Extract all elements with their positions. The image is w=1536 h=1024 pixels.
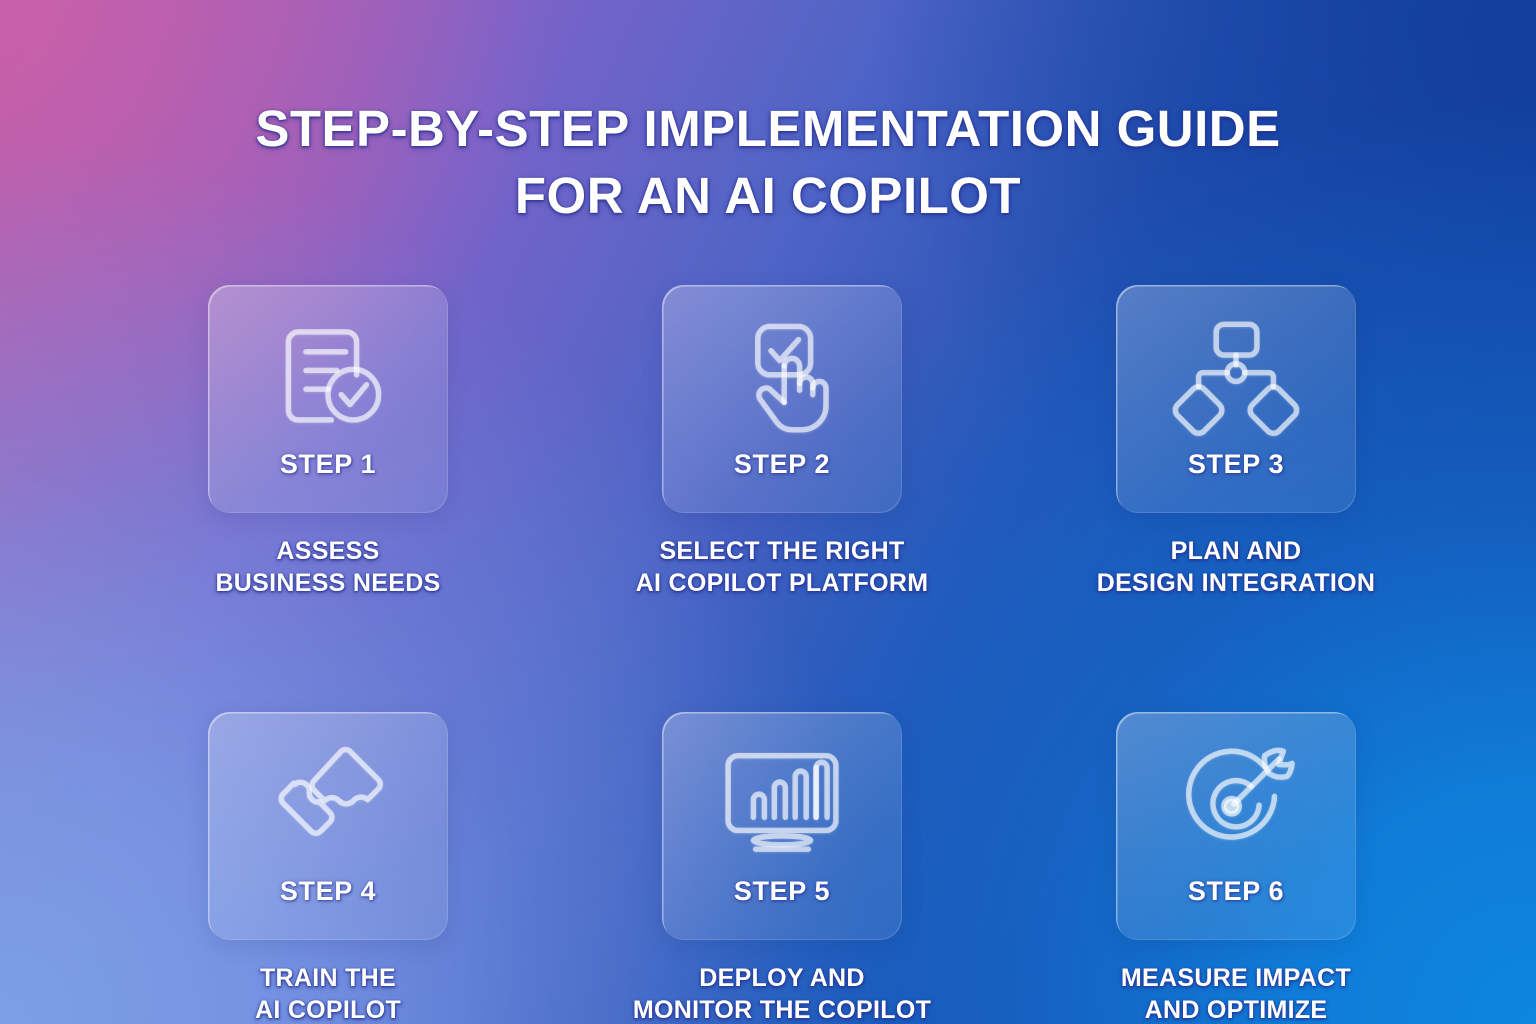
step-card-2[interactable]: STEP 2 SELECT THE RIGHT AI COPILOT PLATF… — [636, 285, 928, 599]
step-caption-6: MEASURE IMPACT AND OPTIMIZE — [1120, 964, 1352, 1024]
step-caption-5: DEPLOY AND MONITOR THE COPILOT — [632, 964, 932, 1024]
step-number-label-3: STEP 3 — [1187, 449, 1285, 479]
step-caption-2: SELECT THE RIGHT AI COPILOT PLATFORM — [635, 537, 929, 597]
step-tile-3[interactable]: STEP 3 — [1116, 285, 1356, 513]
step-caption-4: TRAIN THE AI COPILOT — [254, 964, 402, 1024]
step-number-label-5: STEP 5 — [733, 876, 831, 906]
document-checklist-check-icon — [253, 311, 403, 443]
step-tile-6[interactable]: STEP 6 — [1116, 712, 1356, 940]
step-card-1[interactable]: STEP 1 ASSESS BUSINESS NEEDS — [208, 285, 448, 599]
step-number-label-2: STEP 2 — [733, 449, 831, 479]
step-caption-3: PLAN AND DESIGN INTEGRATION — [1096, 537, 1376, 597]
target-arrow-bullseye-icon — [1161, 738, 1311, 870]
step-card-4[interactable]: STEP 4 TRAIN THE AI COPILOT — [208, 712, 448, 1024]
step-tile-4[interactable]: STEP 4 — [208, 712, 448, 940]
flowchart-hierarchy-icon — [1161, 311, 1311, 443]
step-number-label-4: STEP 4 — [279, 876, 377, 906]
step-tile-1[interactable]: STEP 1 — [208, 285, 448, 513]
step-number-label-6: STEP 6 — [1187, 876, 1285, 906]
step-card-6[interactable]: STEP 6 MEASURE IMPACT AND OPTIMIZE — [1116, 712, 1356, 1024]
step-card-3[interactable]: STEP 3 PLAN AND DESIGN INTEGRATION — [1097, 285, 1375, 599]
step-number-label-1: STEP 1 — [279, 449, 377, 479]
puzzle-pieces-icon — [253, 738, 403, 870]
step-tile-2[interactable]: STEP 2 — [662, 285, 902, 513]
page-title: STEP-BY-STEP IMPLEMENTATION GUIDE FOR AN… — [255, 100, 1281, 225]
steps-grid: STEP 1 ASSESS BUSINESS NEEDS STEP 2 — [208, 285, 1375, 1024]
step-caption-1: ASSESS BUSINESS NEEDS — [215, 537, 441, 597]
step-card-5[interactable]: STEP 5 DEPLOY AND MONITOR THE COPILOT — [633, 712, 931, 1024]
step-tile-5[interactable]: STEP 5 — [662, 712, 902, 940]
hand-pointer-checkbox-icon — [707, 311, 857, 443]
monitor-bar-chart-icon — [707, 738, 857, 870]
